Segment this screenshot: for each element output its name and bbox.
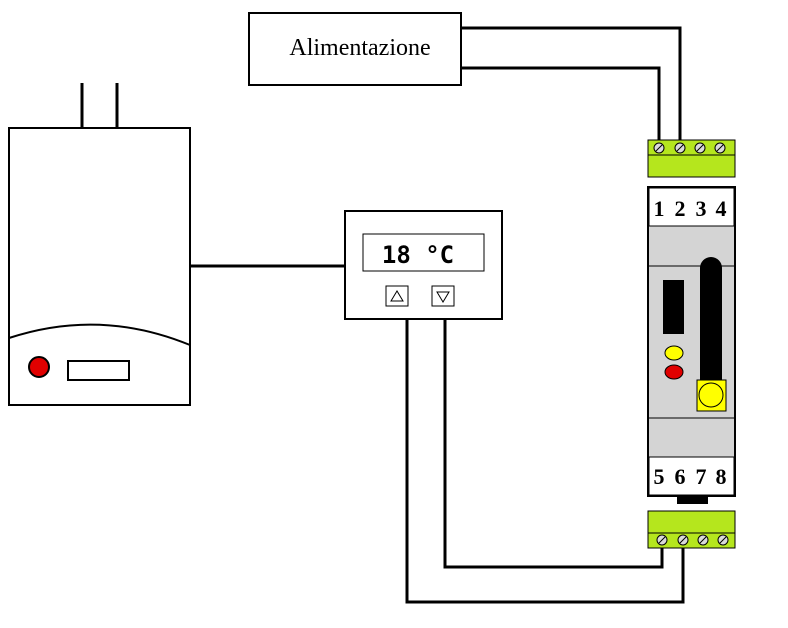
- boiler: [8, 127, 191, 406]
- module-bottom-label-area: [648, 456, 735, 496]
- wires: [80, 26, 685, 604]
- terminal-number: 4: [716, 196, 727, 221]
- triangle-down-icon: [436, 291, 450, 303]
- boiler-led-icon: [28, 356, 50, 378]
- bottom-terminal-block: [647, 510, 736, 549]
- terminal-number: 1: [654, 196, 665, 221]
- red-led-icon: [664, 364, 684, 380]
- top-terminal-block: [647, 139, 736, 178]
- antenna-icon: [700, 257, 722, 400]
- yellow-led-icon: [664, 345, 684, 361]
- thermostat-display: [362, 233, 485, 272]
- wire-power-outer: [461, 26, 682, 142]
- wire-thermostat-outer: [405, 319, 685, 604]
- module: 1 2 3 4 5 6 7 8: [647, 186, 736, 504]
- boiler-display: [67, 360, 130, 381]
- thermostat: 18 °C: [344, 210, 503, 320]
- terminal-number: 8: [716, 464, 727, 489]
- module-slot: [663, 280, 684, 334]
- thermostat-up-button[interactable]: [385, 285, 409, 307]
- terminal-number: 7: [696, 464, 707, 489]
- module-button-icon: [698, 382, 724, 408]
- module-top-label-area: [648, 187, 735, 227]
- thermostat-temperature: 18 °C: [382, 241, 454, 269]
- triangle-up-icon: [390, 290, 404, 302]
- wire-power-inner: [461, 66, 661, 142]
- power-supply: Alimentazione: [248, 12, 462, 86]
- wire-thermostat-inner: [443, 319, 664, 569]
- terminal-number: 3: [696, 196, 707, 221]
- terminal-number: 6: [675, 464, 686, 489]
- terminal-number: 5: [654, 464, 665, 489]
- thermostat-down-button[interactable]: [431, 285, 455, 307]
- power-supply-label: Alimentazione: [289, 35, 430, 61]
- din-rail-clip: [677, 495, 708, 504]
- power-supply-box: [248, 12, 462, 86]
- terminal-number: 2: [675, 196, 686, 221]
- boiler-panel-curve: [8, 323, 191, 346]
